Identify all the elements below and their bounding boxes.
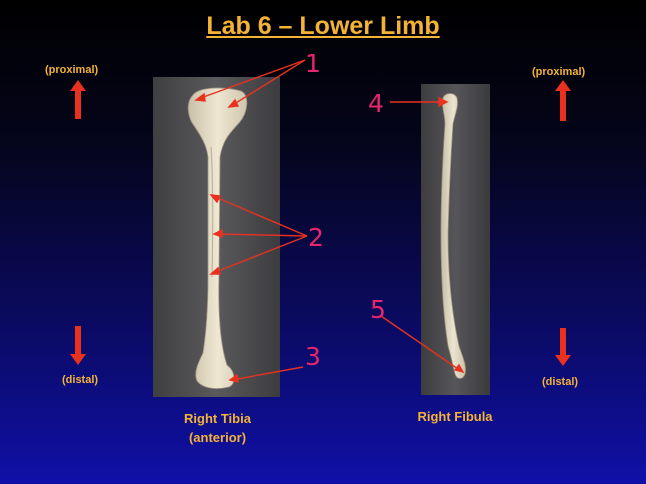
proximal-arrow-left-icon: [70, 80, 86, 119]
distal-label-right: (distal): [542, 376, 579, 388]
fibula-bone-image: [421, 84, 490, 395]
proximal-arrow-right-icon: [555, 80, 571, 121]
proximal-label-right: (proximal): [532, 66, 586, 78]
distal-arrow-right-icon: [555, 328, 571, 366]
marker-2: 2: [308, 223, 324, 252]
marker-5: 5: [370, 295, 386, 324]
distal-arrow-left-icon: [70, 326, 86, 365]
marker-1: 1: [305, 49, 321, 78]
slide-title: Lab 6 – Lower Limb: [206, 12, 440, 40]
fibula-photo: [421, 84, 490, 395]
tibia-caption-title: Right Tibia: [184, 411, 251, 426]
fibula-caption: Right Fibula: [417, 409, 493, 424]
pointer-lines: [194, 59, 465, 383]
marker-4: 4: [368, 89, 384, 118]
marker-3: 3: [305, 342, 321, 371]
tibia-caption: Right Tibia (anterior): [150, 409, 285, 447]
distal-label-left: (distal): [62, 374, 99, 386]
tibia-bone-image: [153, 77, 280, 397]
tibia-caption-view: (anterior): [188, 430, 247, 445]
tibia-photo: [153, 77, 280, 397]
proximal-label-left: (proximal): [45, 64, 99, 76]
